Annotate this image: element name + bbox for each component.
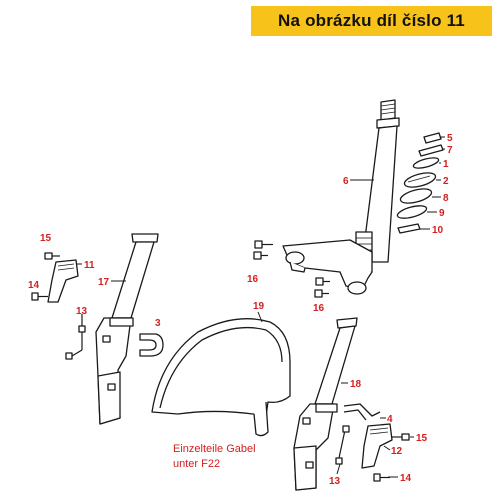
fork-parts-note: Einzelteile Gabel unter F22 bbox=[173, 443, 256, 470]
callout-11[interactable]: 11 bbox=[84, 260, 95, 271]
leader-lines bbox=[76, 136, 445, 478]
callout-16-upper[interactable]: 16 bbox=[247, 274, 259, 285]
callout-numbers: 5 7 1 2 8 9 10 6 15 11 14 17 16 16 19 13… bbox=[28, 133, 453, 487]
cable-guide-13-left-part[interactable] bbox=[65, 314, 86, 360]
front-fender-part[interactable] bbox=[151, 318, 291, 437]
bearing-stack-parts[interactable] bbox=[396, 132, 444, 234]
callout-9[interactable]: 9 bbox=[439, 208, 445, 219]
bolt-14-left-part[interactable] bbox=[31, 292, 48, 301]
callout-4[interactable]: 4 bbox=[387, 414, 393, 425]
callout-10[interactable]: 10 bbox=[432, 225, 444, 236]
note-line-1: Einzelteile Gabel bbox=[173, 443, 256, 455]
callout-13-left[interactable]: 13 bbox=[76, 306, 88, 317]
callout-7[interactable]: 7 bbox=[447, 145, 453, 156]
bolt-15-left-part[interactable] bbox=[44, 252, 60, 260]
part-number-banner: Na obrázku díl číslo 11 bbox=[251, 6, 492, 36]
bolt-16-lower-part[interactable] bbox=[314, 277, 330, 298]
callout-3[interactable]: 3 bbox=[155, 318, 161, 329]
callout-16-lower[interactable]: 16 bbox=[313, 303, 325, 314]
callout-19[interactable]: 19 bbox=[253, 301, 265, 312]
bolt-14-right-part[interactable] bbox=[373, 473, 390, 482]
callout-15-left[interactable]: 15 bbox=[40, 233, 52, 244]
callout-14-right[interactable]: 14 bbox=[400, 473, 412, 484]
clamp-3-part[interactable] bbox=[139, 333, 164, 357]
callout-12[interactable]: 12 bbox=[391, 446, 403, 457]
caliper-bracket-11-part[interactable] bbox=[47, 259, 79, 303]
bolt-16-upper-part[interactable] bbox=[253, 240, 273, 260]
right-fork-leg-part[interactable] bbox=[293, 317, 358, 491]
caliper-bracket-12-part[interactable] bbox=[361, 423, 393, 469]
bolt-15-right-part[interactable] bbox=[392, 433, 410, 441]
callout-14-left[interactable]: 14 bbox=[28, 280, 40, 291]
callout-5[interactable]: 5 bbox=[447, 133, 453, 144]
callout-8[interactable]: 8 bbox=[443, 193, 449, 204]
cable-guide-13-right-part[interactable] bbox=[335, 425, 350, 465]
callout-13-right[interactable]: 13 bbox=[329, 476, 341, 487]
note-line-2: unter F22 bbox=[173, 458, 220, 470]
left-fork-leg-part[interactable] bbox=[95, 233, 159, 425]
callout-2[interactable]: 2 bbox=[443, 176, 449, 187]
cable-guide-4-part[interactable] bbox=[343, 403, 381, 421]
callout-1[interactable]: 1 bbox=[443, 159, 449, 170]
callout-6[interactable]: 6 bbox=[343, 176, 349, 187]
callout-17[interactable]: 17 bbox=[98, 277, 110, 288]
callout-15-right[interactable]: 15 bbox=[416, 433, 428, 444]
steering-stem-part[interactable] bbox=[282, 99, 400, 295]
callout-18[interactable]: 18 bbox=[350, 379, 362, 390]
banner-text: Na obrázku díl číslo 11 bbox=[278, 11, 465, 30]
